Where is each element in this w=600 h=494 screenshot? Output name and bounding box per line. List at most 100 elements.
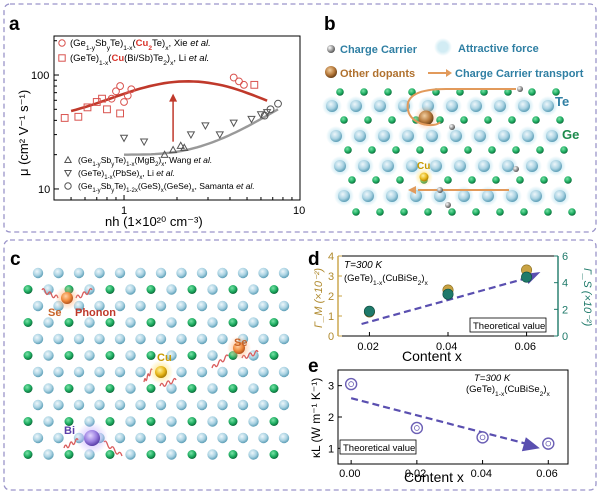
te-atom-c [43, 449, 54, 460]
te-atom [354, 130, 366, 142]
ge-atom-c [146, 285, 156, 294]
te-atom-c [207, 350, 218, 361]
ge-atom [496, 208, 504, 216]
te-atom-c [237, 300, 249, 312]
ge-atom-c [269, 417, 279, 426]
te-atom-c [258, 300, 269, 312]
legend-marker-a [63, 155, 73, 164]
te-atom [530, 190, 542, 202]
te-atom-c [43, 317, 54, 328]
ytick-left-label-d: 1 [328, 311, 334, 323]
data-point-a [266, 105, 275, 114]
data-point-a [120, 98, 128, 106]
te-atom-c [248, 383, 259, 394]
te-atom-c [207, 284, 218, 295]
te-atom-c [155, 432, 167, 444]
ge-atom-c [23, 285, 33, 294]
te-atom-c [258, 432, 269, 444]
se-label-1: Se [48, 307, 61, 319]
te-atom-c [237, 432, 249, 444]
data-point-a [74, 112, 83, 121]
data-point-a [240, 80, 248, 89]
data-point-a [139, 138, 149, 147]
bi-atom [84, 430, 100, 446]
ge-atom-c [187, 285, 197, 294]
trend-curve-grey [124, 108, 279, 156]
te-atom-c [32, 267, 44, 279]
te-atom-c [135, 300, 146, 312]
te-atom-c [278, 333, 290, 345]
te-atom-c [258, 333, 269, 345]
theory-line-d [361, 274, 535, 326]
ge-atom-c [105, 318, 115, 327]
se-atom-1 [61, 292, 73, 304]
phonon-wave [75, 288, 93, 299]
ge-atom-c [269, 285, 279, 294]
te-atom-c [278, 366, 290, 378]
ge-atom-c [105, 417, 115, 426]
te-atom-c [125, 449, 136, 460]
data-point-a [229, 119, 238, 128]
ge-atom [360, 88, 368, 96]
legend-attractive-force: Attractive force [458, 43, 539, 55]
ge-atom [540, 176, 548, 184]
te-atom-c [125, 383, 136, 394]
data-point-a [260, 111, 269, 120]
te-atom-c [207, 449, 218, 460]
ge-atom [344, 146, 352, 154]
ge-atom [460, 116, 468, 124]
panel-label-a: a [9, 14, 20, 35]
cu-atom [419, 172, 429, 182]
te-atom-c [73, 399, 85, 411]
xtick-label-d: 0.06 [515, 341, 536, 353]
other-dopant-icon [325, 66, 337, 78]
te-atom [494, 100, 506, 112]
xtick-label-e: 0.00 [339, 468, 360, 480]
te-atom-c [114, 432, 126, 444]
te-atom-c [114, 333, 126, 345]
ge-label: Ge [562, 127, 579, 142]
te-atom-c [135, 333, 146, 345]
trend-curve-red [70, 79, 268, 113]
te-atom [334, 160, 346, 172]
te-atom-c [135, 267, 146, 279]
te-atom-c [114, 366, 126, 378]
te-atom-c [196, 333, 208, 345]
te-atom [382, 160, 394, 172]
te-atom [542, 100, 554, 112]
legend-entry-a: (Ge1-ySbyTe)1-2x(GeS)x(GeSe)x, Samanta e… [78, 181, 255, 194]
ge-atom [364, 116, 372, 124]
legend-charge-carrier: Charge Carrier [340, 44, 418, 56]
carrier-transport-arrowhead [408, 186, 416, 194]
ge-atom [396, 176, 404, 184]
gamma-s-point [363, 305, 375, 317]
te-atom-c [53, 399, 64, 411]
te-atom [330, 130, 342, 142]
ge-atom-c [23, 318, 33, 327]
te-atom [506, 190, 518, 202]
te-atom [478, 160, 490, 172]
lattice-b: Charge Carrier Attractive force Other do… [322, 38, 584, 216]
ge-atom [552, 88, 560, 96]
ge-atom [468, 176, 476, 184]
te-atom-c [217, 366, 228, 378]
te-atom [470, 100, 482, 112]
panel-label-b: b [324, 14, 336, 35]
kappa-point-inner [545, 440, 552, 447]
te-atom-c [207, 383, 218, 394]
te-atom-c [73, 333, 85, 345]
theory-line-e [350, 397, 533, 447]
panel-label-e: e [308, 356, 319, 377]
te-atom-c [278, 267, 290, 279]
ge-atom-c [187, 351, 197, 360]
cu-label-b: Cu [417, 161, 430, 172]
te-atom-c [94, 267, 105, 279]
te-atom-c [114, 300, 126, 312]
data-point-a [116, 109, 125, 118]
ge-atom [480, 88, 488, 96]
te-atom-c [73, 267, 85, 279]
te-atom-c [278, 432, 290, 444]
ge-atom-c [23, 384, 33, 393]
